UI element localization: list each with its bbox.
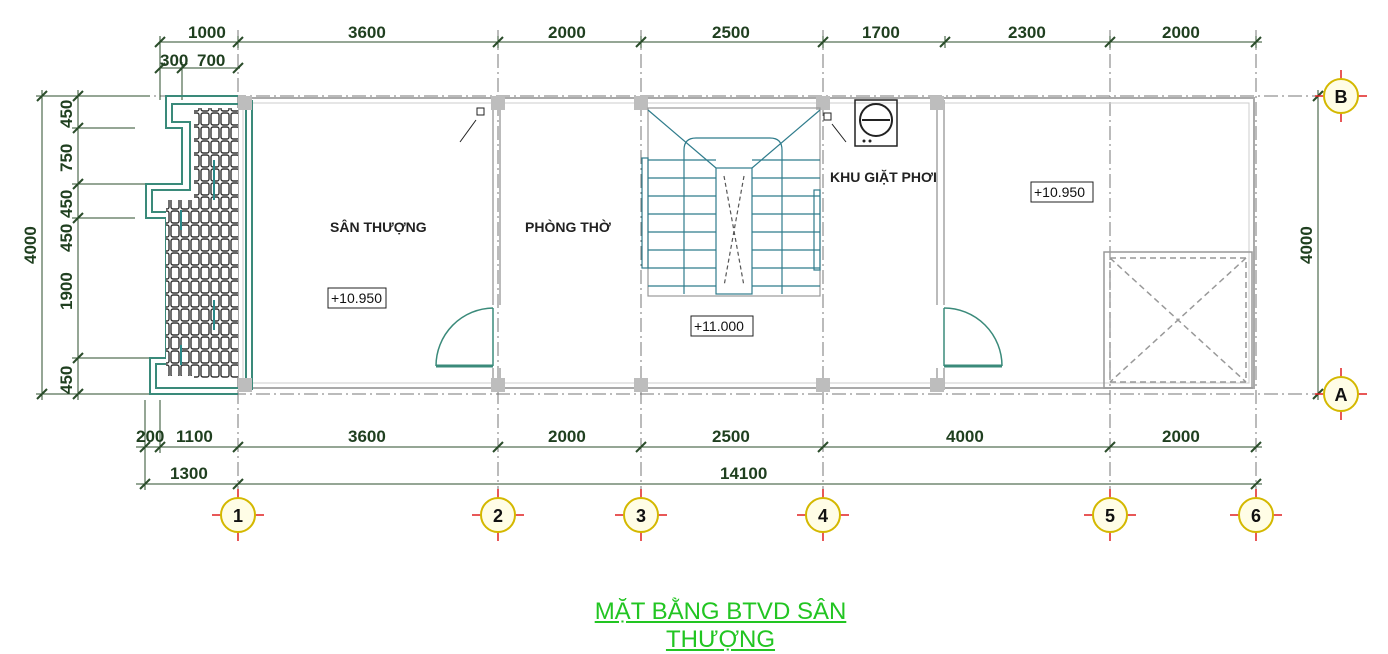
planter-soil bbox=[194, 108, 238, 378]
columns bbox=[238, 96, 944, 392]
room-san-thuong: SÂN THƯỢNG bbox=[330, 218, 427, 235]
staircase bbox=[641, 107, 821, 297]
void-opening bbox=[1103, 251, 1253, 389]
top-dim-4: 2500 bbox=[712, 23, 750, 42]
axis-bubble-2-label: 2 bbox=[493, 506, 503, 526]
top-dim-5: 1700 bbox=[862, 23, 900, 42]
room-phong-tho: PHÒNG THỜ bbox=[525, 218, 611, 235]
axis-bubble-1: 1 bbox=[212, 489, 264, 541]
top-subdim-2: 700 bbox=[197, 51, 225, 70]
bottom-total-1: 1300 bbox=[170, 464, 208, 483]
bottom-dim-7: 2000 bbox=[1162, 427, 1200, 446]
top-subdim-1: 300 bbox=[160, 51, 188, 70]
right-total: 4000 bbox=[1297, 226, 1316, 264]
bottom-dim-5: 2500 bbox=[712, 427, 750, 446]
bottom-dim-4: 2000 bbox=[548, 427, 586, 446]
level-tags: +10.950 +11.000 +10.950 bbox=[327, 181, 1094, 337]
bottom-total-2: 14100 bbox=[720, 464, 767, 483]
left-dim-4: 450 bbox=[57, 224, 76, 252]
level-tag-stair: +11.000 bbox=[694, 318, 744, 334]
doors bbox=[435, 307, 1003, 368]
bottom-dim-3: 3600 bbox=[348, 427, 386, 446]
axis-bubble-4: 4 bbox=[797, 489, 849, 541]
axis-bubble-A: A bbox=[1315, 368, 1367, 420]
room-labels: SÂN THƯỢNG PHÒNG THỜ KHU GIẶT PHƠI bbox=[330, 169, 937, 235]
left-dim-5: 1900 bbox=[57, 272, 76, 310]
drain-arrows bbox=[180, 160, 215, 365]
axis-bubble-2: 2 bbox=[472, 489, 524, 541]
axis-markers: 1 2 3 4 5 6 B A bbox=[212, 70, 1367, 541]
left-dim-6: 450 bbox=[57, 366, 76, 394]
axis-bubble-6: 6 bbox=[1230, 489, 1282, 541]
axis-bubble-B: B bbox=[1315, 70, 1367, 122]
axis-bubble-5-label: 5 bbox=[1105, 506, 1115, 526]
bottom-dim-2: 1100 bbox=[176, 427, 213, 446]
bottom-dim-6: 4000 bbox=[946, 427, 984, 446]
axis-bubble-B-label: B bbox=[1335, 87, 1348, 107]
washing-machine-icon bbox=[854, 99, 898, 147]
level-tag-khu-giat: +10.950 bbox=[1034, 184, 1085, 200]
axis-bubble-5: 5 bbox=[1084, 489, 1136, 541]
drawing-title: MẶT BẰNG BTVD SÂN THƯỢNG bbox=[594, 598, 847, 653]
planter-walls bbox=[145, 95, 253, 395]
left-total: 4000 bbox=[21, 226, 40, 264]
left-dim-1: 450 bbox=[57, 100, 76, 128]
axis-bubble-1-label: 1 bbox=[233, 506, 243, 526]
left-dim-lines bbox=[36, 90, 150, 400]
interior-walls bbox=[492, 100, 945, 390]
top-dim-6: 2300 bbox=[1008, 23, 1046, 42]
top-dim-2: 3600 bbox=[348, 23, 386, 42]
top-dim-3: 2000 bbox=[548, 23, 586, 42]
top-dim-lines bbox=[154, 36, 1262, 100]
axis-bubble-6-label: 6 bbox=[1251, 506, 1261, 526]
axis-bubble-3: 3 bbox=[615, 489, 667, 541]
bottom-dim-lines bbox=[136, 400, 1262, 490]
axis-bubble-3-label: 3 bbox=[636, 506, 646, 526]
plan-outline bbox=[237, 97, 1255, 389]
axis-bubble-A-label: A bbox=[1335, 385, 1348, 405]
room-khu-giat-phoi: KHU GIẶT PHƠI bbox=[830, 169, 937, 185]
top-dim-7: 2000 bbox=[1162, 23, 1200, 42]
left-dim-2: 750 bbox=[57, 144, 76, 172]
axis-bubble-4-label: 4 bbox=[818, 506, 828, 526]
bottom-dim-1: 200 bbox=[136, 427, 164, 446]
floor-drain-icon bbox=[459, 107, 847, 143]
left-dim-3: 450 bbox=[57, 190, 76, 218]
level-tag-san-thuong: +10.950 bbox=[331, 290, 382, 306]
dimension-labels: 1000 3600 2000 2500 1700 2300 2000 300 7… bbox=[21, 23, 1316, 483]
top-dim-1: 1000 bbox=[188, 23, 226, 42]
